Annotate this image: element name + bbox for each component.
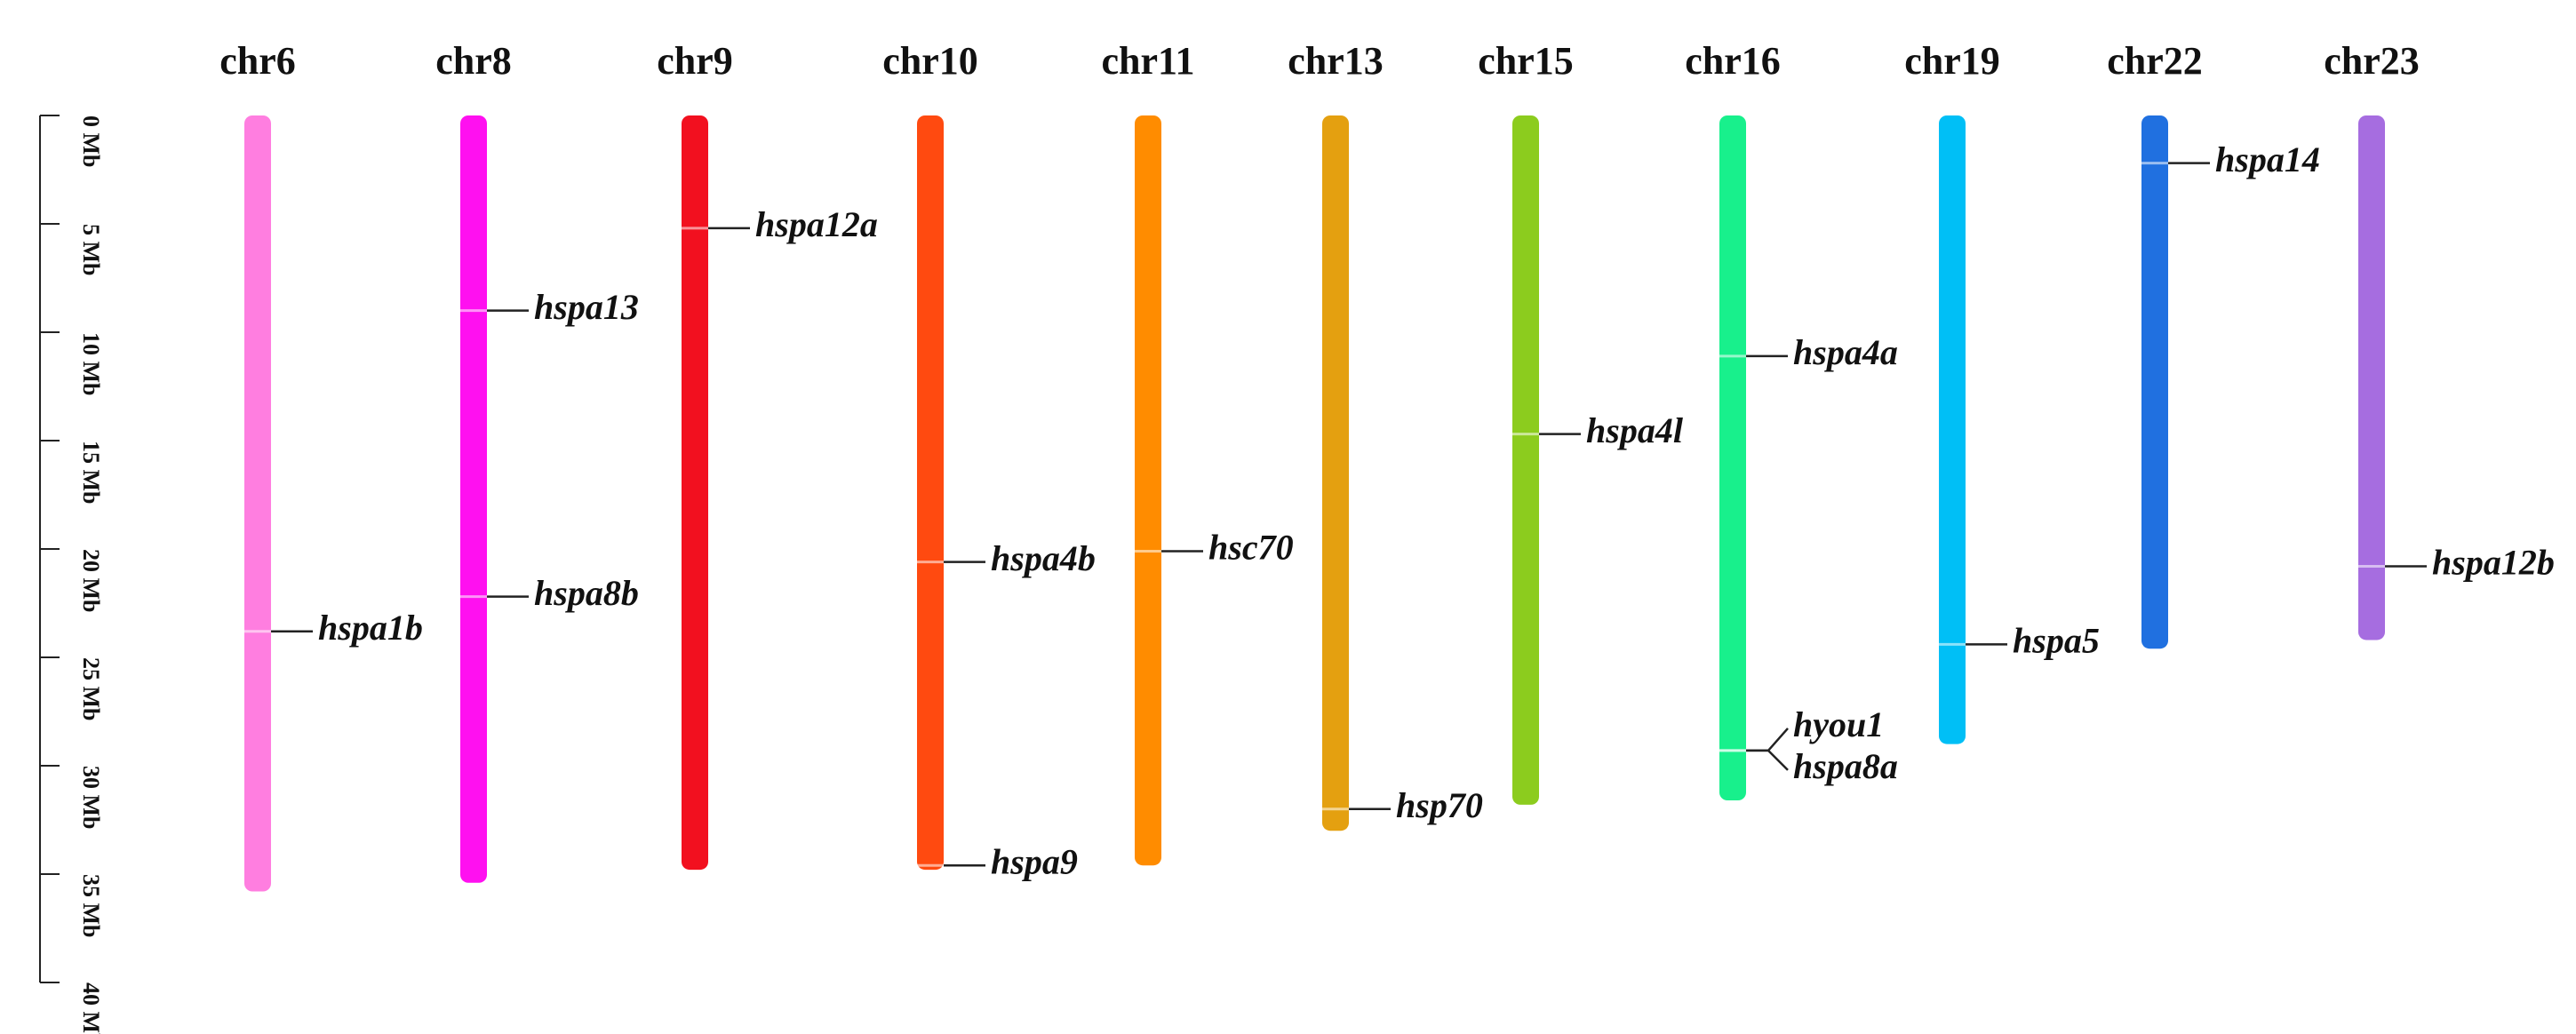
- gene-label: hsp70: [1396, 785, 1483, 825]
- chromosome-bar: [917, 115, 944, 871]
- scale-tick-label: 0 Mb: [78, 115, 104, 168]
- chromosome-chr23: chr23 hspa12b: [2324, 39, 2555, 640]
- chromosome-name: chr23: [2324, 39, 2420, 83]
- chromosome-bar: [1939, 115, 1966, 744]
- chromosome-name: chr22: [2107, 39, 2203, 83]
- scale-tick-label: 10 Mb: [78, 332, 104, 396]
- gene-label: hsc70: [1208, 528, 1294, 568]
- chromosome-name: chr16: [1685, 39, 1781, 83]
- scale-tick-label: 30 Mb: [78, 766, 104, 830]
- chromosome-chr8: chr8 hspa13 hspa8b: [435, 39, 639, 883]
- gene-label: hspa12a: [755, 204, 878, 244]
- scale-tick-label: 5 Mb: [78, 224, 104, 276]
- gene-label: hspa1b: [318, 608, 423, 648]
- chromosome-name: chr6: [219, 39, 296, 83]
- gene-label: hspa4l: [1586, 410, 1684, 450]
- scale-tick-label: 40 Mb: [78, 982, 104, 1034]
- chromosome-name: chr13: [1288, 39, 1384, 83]
- chromosome-bar: [244, 115, 271, 892]
- gene-label: hspa8b: [534, 573, 639, 613]
- chromosome-bar: [2358, 115, 2385, 640]
- chromosome-chr6: chr6 hspa1b: [219, 39, 423, 892]
- gene-label: hspa9: [991, 841, 1078, 881]
- gene-label: hspa4a: [1793, 332, 1898, 372]
- chromosome-name: chr11: [1101, 39, 1194, 83]
- gene-leader-line: [1746, 728, 1789, 752]
- gene-label: hyou1: [1793, 704, 1884, 744]
- chromosome-chr9: chr9 hspa12a: [657, 39, 878, 871]
- chromosome-chr13: chr13 hsp70: [1288, 39, 1483, 831]
- chromosome-bar: [1512, 115, 1539, 805]
- chromosome-group: chr6hspa1bchr8hspa13hspa8bchr9hspa12achr…: [219, 39, 2555, 892]
- gene-label: hspa12b: [2432, 543, 2555, 583]
- chromosome-bar: [682, 115, 708, 871]
- gene-label: hspa5: [2013, 621, 2100, 661]
- gene-label: hspa4b: [991, 538, 1096, 578]
- chromosome-bar: [2141, 115, 2168, 649]
- chromosome-chr10: chr10 hspa4b hspa9: [882, 39, 1096, 881]
- chromosome-chr15: chr15 hspa4l: [1478, 39, 1684, 805]
- chromosome-bar: [1135, 115, 1161, 866]
- gene-label: hspa14: [2215, 139, 2320, 179]
- gene-label: hspa8a: [1793, 746, 1898, 786]
- chromosome-chr22: chr22 hspa14: [2107, 39, 2320, 649]
- chromosome-bar: [1322, 115, 1349, 831]
- chromosome-chr11: chr11 hsc70: [1101, 39, 1294, 866]
- chromosome-bar: [460, 115, 487, 883]
- chromosome-name: chr10: [882, 39, 978, 83]
- gene-leader-line: [1746, 749, 1789, 771]
- chromosome-name: chr15: [1478, 39, 1574, 83]
- gene-label: hspa13: [534, 287, 639, 327]
- scale-tick-label: 35 Mb: [78, 874, 104, 938]
- scale-tick-label: 25 Mb: [78, 657, 104, 721]
- chromosome-name: chr19: [1904, 39, 2000, 83]
- chromosome-chr19: chr19 hspa5: [1904, 39, 2100, 744]
- chromosome-name: chr9: [657, 39, 733, 83]
- chromosome-name: chr8: [435, 39, 512, 83]
- chromosome-bar: [1719, 115, 1746, 801]
- scale-tick-label: 15 Mb: [78, 441, 104, 505]
- scale-axis: 0 Mb 5 Mb 10 Mb 15 Mb 20 Mb 25 Mb 30 Mb 35 Mb 40…: [39, 115, 104, 1034]
- scale-tick-label: 20 Mb: [78, 549, 104, 613]
